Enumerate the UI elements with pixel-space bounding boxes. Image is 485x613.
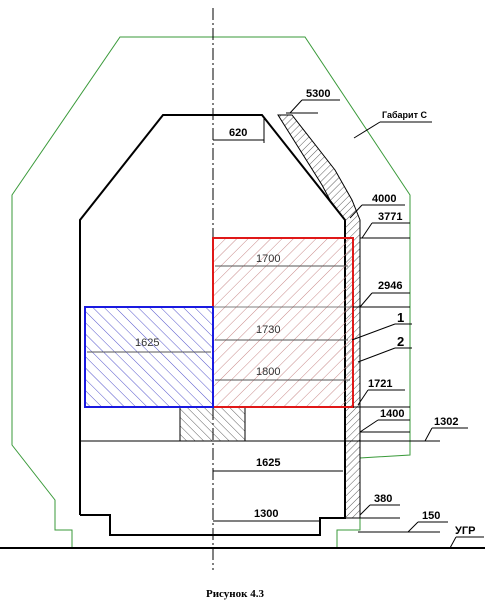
ugr-label: УГР [455,525,475,537]
dim-1625-left-text: 1625 [135,337,159,349]
leader-150 [407,521,419,533]
gabarit-label: Габарит С [382,110,427,120]
dim-150-text: 150 [422,510,440,522]
leader-380 [359,504,371,516]
dim-620-text: 620 [229,127,247,139]
leader-callout-1 [351,323,396,341]
callout-1: 1 [397,310,404,325]
dim-4000-text: 4000 [372,193,396,205]
dim-5300-text: 5300 [306,88,330,100]
dim-1721-text: 1721 [368,378,392,390]
leader-1721 [357,389,369,406]
dim-380-text: 380 [374,493,392,505]
leader-1302 [424,427,433,442]
leader-3771 [361,222,373,239]
support-block [179,406,246,442]
dim-1700-text: 1700 [256,253,280,265]
leader-2946 [359,292,373,308]
dim-1625-bottom-text: 1625 [256,457,280,469]
dim-1400-text: 1400 [380,408,404,420]
leader-callout-2 [357,347,396,363]
dim-1800-text: 1800 [256,366,280,378]
leader-ugr [449,536,457,549]
figure-caption: Рисунок 4.3 [206,588,264,600]
dim-2946-text: 2946 [378,280,402,292]
leader-1400 [359,419,379,433]
leader-5300-diag [289,99,303,114]
dim-1300-text: 1300 [254,508,278,520]
blue-cargo [84,306,214,408]
callout-2: 2 [397,334,404,349]
leader-4000 [349,204,363,219]
leader-gabarit [353,121,381,139]
dim-1730-text: 1730 [256,324,280,336]
dim-3771-text: 3771 [378,211,402,223]
dim-1302-text: 1302 [434,416,458,428]
red-cargo [212,237,354,408]
